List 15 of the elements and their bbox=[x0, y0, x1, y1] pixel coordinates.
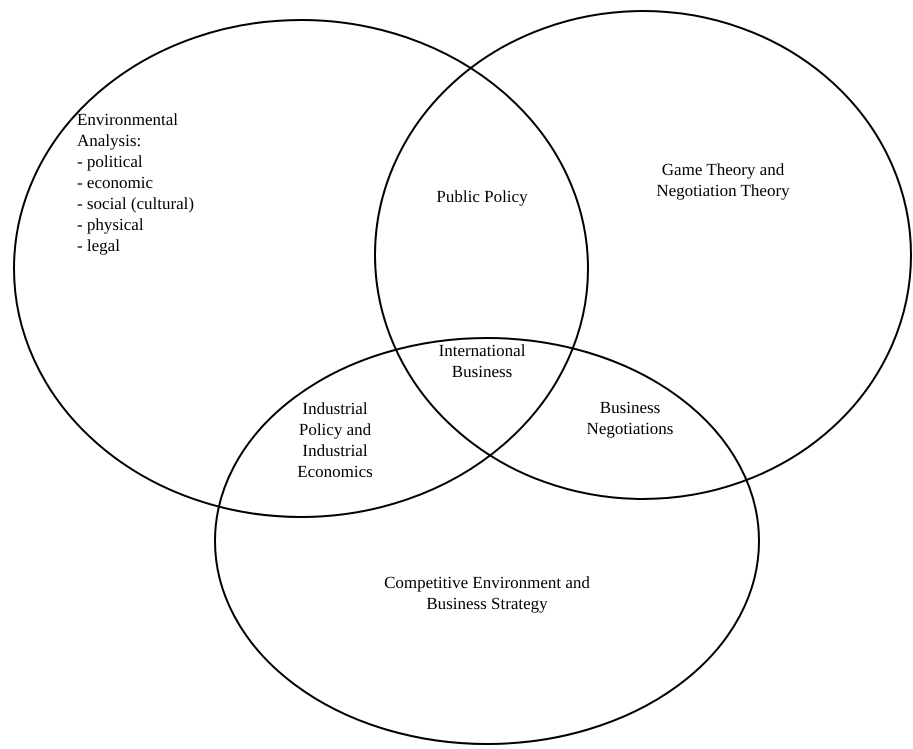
list-item: - political bbox=[77, 151, 144, 172]
overlap-label: International Business bbox=[438, 340, 526, 382]
venn-circle bbox=[214, 337, 760, 745]
circle-title: Environmental Analysis: bbox=[77, 109, 180, 151]
venn-circle bbox=[13, 19, 589, 518]
overlap-label: Public Policy bbox=[435, 186, 529, 207]
list-item: - physical bbox=[77, 214, 145, 235]
overlap-label: Industrial Policy and Industrial Economics bbox=[296, 398, 374, 482]
venn-circle bbox=[374, 10, 912, 500]
circle-title: Competitive Environment and Business Strategy bbox=[383, 572, 591, 614]
list-item: - economic bbox=[77, 172, 154, 193]
overlap-label: Business Negotiations bbox=[586, 397, 674, 439]
list-item: - legal bbox=[77, 235, 121, 256]
circle-title: Game Theory and Negotiation Theory bbox=[655, 159, 791, 201]
list-item: - social (cultural) bbox=[77, 193, 196, 214]
